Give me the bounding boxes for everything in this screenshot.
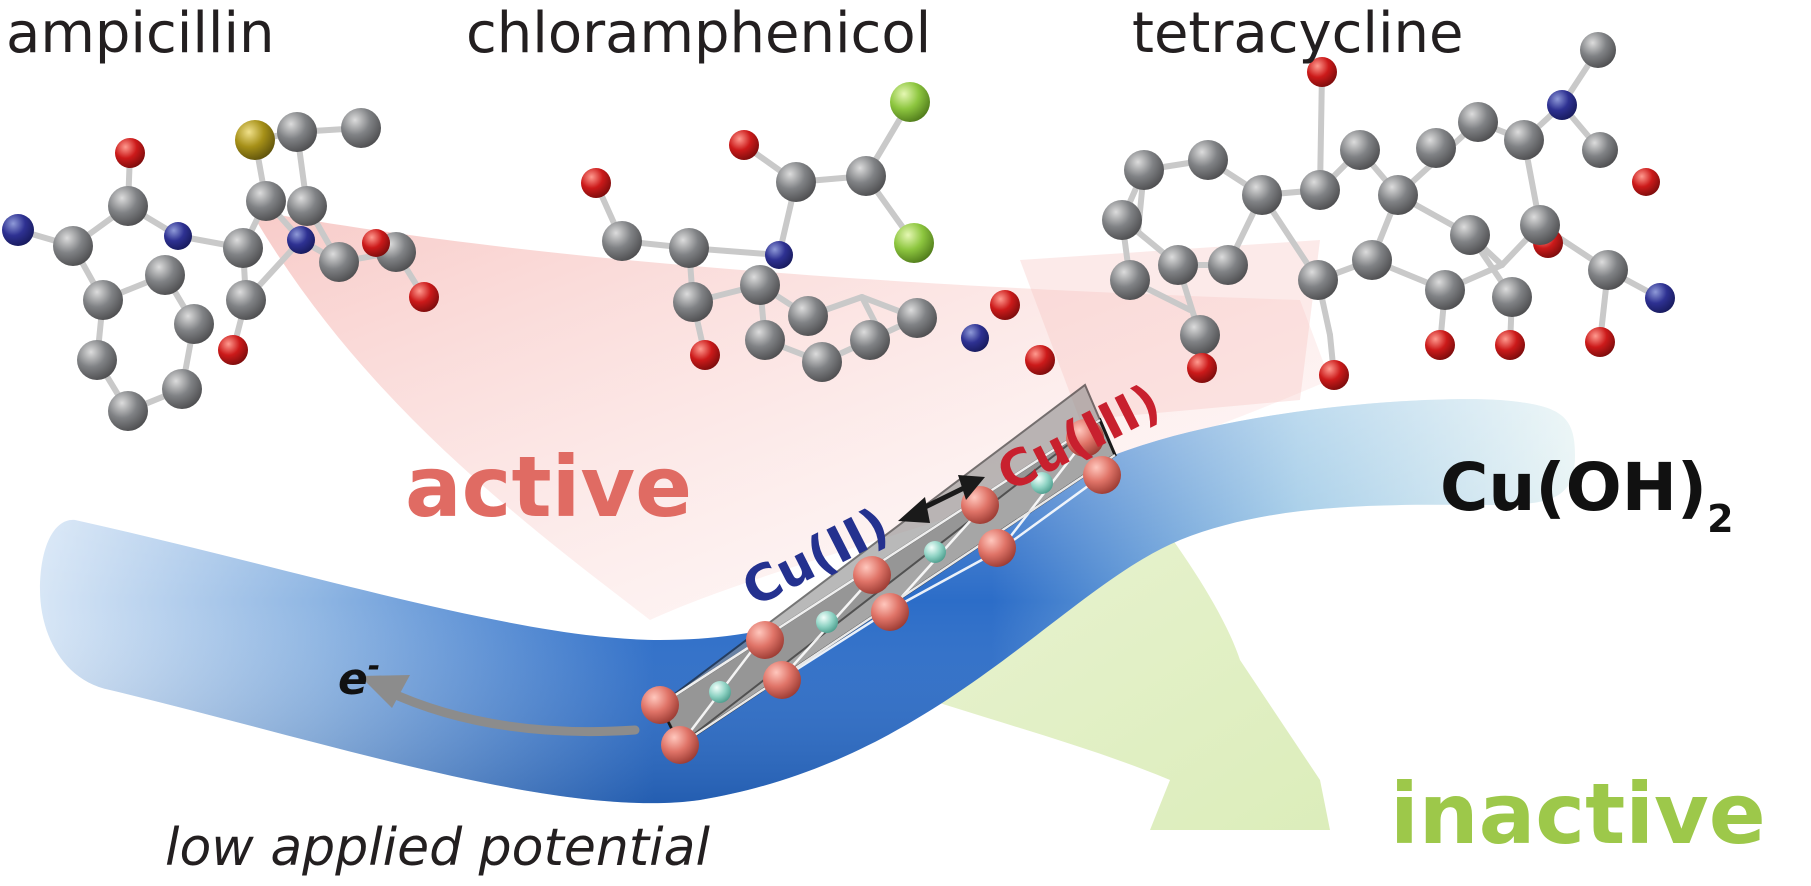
potential-label: low applied potential — [165, 818, 710, 878]
tetracycline-label: tetracycline — [1132, 1, 1464, 66]
electron-charge: - — [367, 649, 381, 684]
material-subscript: 2 — [1707, 497, 1734, 541]
active-fan-upper — [1020, 240, 1320, 420]
crystal-lattice — [641, 383, 1121, 764]
material-formula: Cu(OH) — [1440, 449, 1708, 526]
electron-label: e- — [338, 652, 380, 702]
electron-symbol: e — [338, 654, 368, 705]
tetracycline-molecule — [1102, 32, 1675, 390]
copper-atoms — [641, 419, 1121, 764]
inactive-fan — [770, 470, 1330, 830]
electron-flow-arrowhead — [360, 675, 410, 708]
redox-double-arrow-icon — [898, 475, 985, 523]
chloramphenicol-molecule — [581, 82, 1055, 382]
chloramphenicol-label: chloramphenicol — [466, 1, 932, 66]
ampicillin-molecule — [2, 108, 439, 431]
hydroxide-atoms — [709, 472, 1053, 703]
material-label: Cu(OH)2 — [1440, 455, 1734, 539]
active-fan — [250, 210, 1330, 620]
inactive-label: inactive — [1390, 765, 1766, 863]
ampicillin-label: ampicillin — [6, 1, 275, 66]
active-label: active — [405, 438, 693, 536]
electron-flow-arrow — [380, 685, 640, 737]
